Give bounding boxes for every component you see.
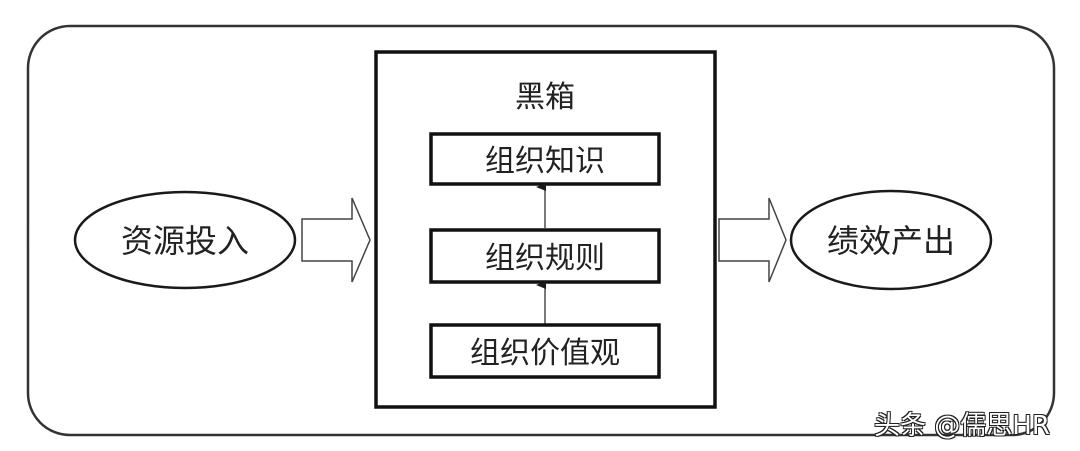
layer-label-knowledge: 组织知识 [485, 144, 605, 179]
output-arrow-icon [718, 197, 787, 283]
input-node: 资源投入 [73, 190, 297, 290]
input-label: 资源投入 [121, 222, 249, 260]
input-ellipse [73, 190, 297, 290]
layer-label-rules: 组织规则 [485, 241, 605, 276]
black-box: 黑箱 组织知识 组织规则 组织价值观 [374, 50, 717, 409]
output-node: 绩效产出 [789, 189, 993, 291]
layer-label-values: 组织价值观 [470, 336, 620, 371]
input-arrow-icon [301, 197, 371, 283]
outer-frame [26, 24, 1056, 437]
output-label: 绩效产出 [827, 222, 955, 260]
output-ellipse [789, 189, 993, 291]
black-box-title: 黑箱 [515, 80, 575, 115]
watermark: 头条 @儒思HR [874, 411, 1050, 441]
layer-box-values [429, 323, 661, 379]
